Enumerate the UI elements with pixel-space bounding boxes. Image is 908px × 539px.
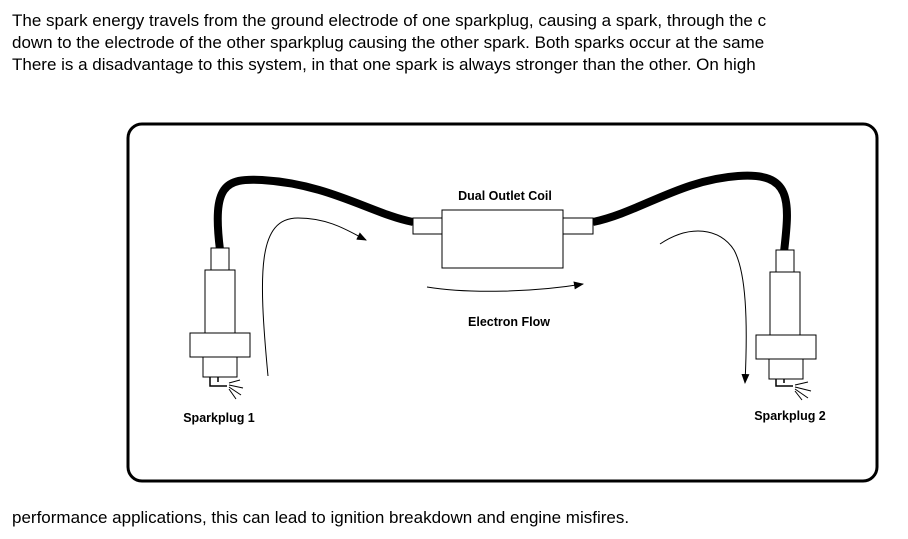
flow-arrow-right [659,230,750,384]
sparkplug-2-boot [775,249,795,273]
diagram-frame [126,122,879,483]
coil-left-terminal [412,217,444,235]
paragraph-line-1: The spark energy travels from the ground… [12,11,767,30]
right-ignition-lead [592,171,791,253]
coil-body [441,209,564,269]
sparkplug-2-hex [755,334,817,360]
sparkplug-2-spark [794,381,812,401]
sparkplug-1-boot [210,247,230,271]
paragraph-line-3: There is a disadvantage to this system, … [12,55,756,74]
intro-paragraph: The spark energy travels from the ground… [12,10,908,76]
coil-label: Dual Outlet Coil [458,189,552,203]
sparkplug-2-electrode [775,379,793,387]
sparkplug-2-label: Sparkplug 2 [754,409,826,423]
left-ignition-lead [213,175,414,251]
sparkplug-2-thread [768,358,804,380]
sparkplug-2 [755,249,817,401]
coil-right-terminal [562,217,594,235]
sparkplug-1-electrode [209,377,227,387]
continuation-paragraph: performance applications, this can lead … [12,508,630,527]
sparkplug-1-thread [202,356,238,378]
sparkplug-1-label: Sparkplug 1 [183,411,255,425]
sparkplug-1-spark [228,379,244,400]
sparkplug-1-hex [189,332,251,358]
sparkplug-1 [189,247,251,400]
dual-outlet-coil [412,209,594,269]
electron-flow-label: Electron Flow [468,315,550,329]
flow-arrow-center [426,281,584,292]
sparkplug-2-insulator [769,271,801,336]
flow-arrow-left [261,217,367,377]
paragraph-line-2: down to the electrode of the other spark… [12,33,765,52]
sparkplug-1-insulator [204,269,236,334]
